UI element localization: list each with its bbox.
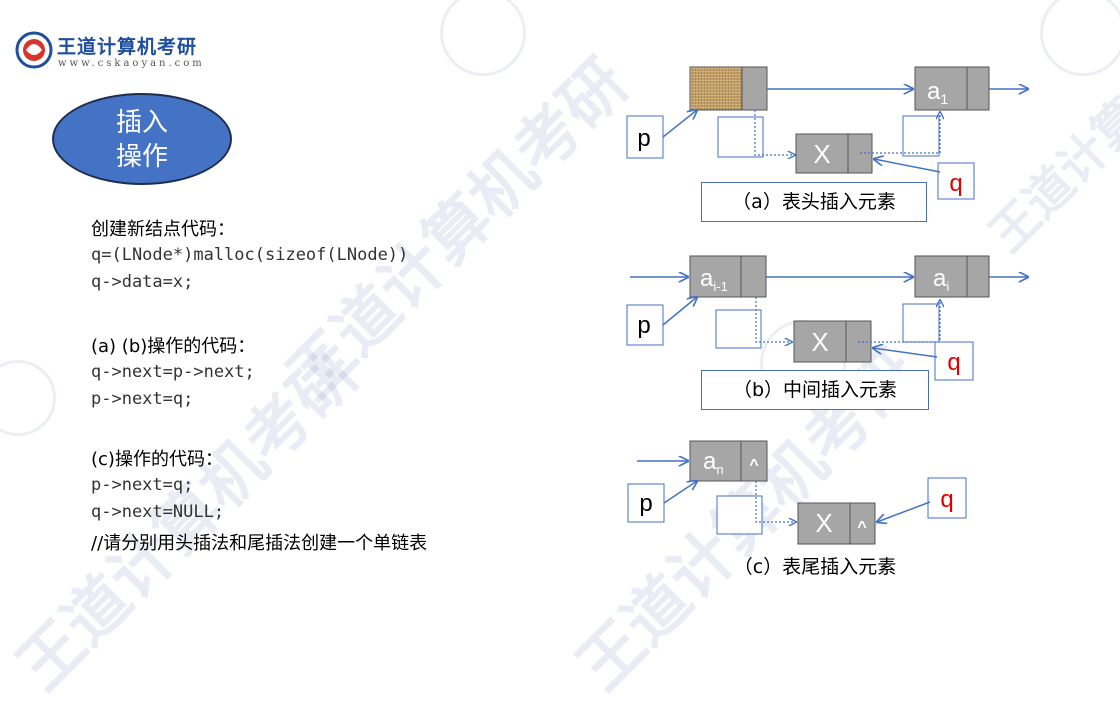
x-to-a1-dotted-arrow [860, 112, 940, 154]
diagram-b [626, 255, 1028, 381]
p-label: p [639, 490, 652, 517]
diagram-c [627, 440, 967, 545]
node-ai-label: ai [933, 265, 949, 294]
node-a1-data [914, 66, 968, 111]
logo-emblem-icon [15, 31, 53, 69]
logo-url: www.cskaoyan.com [58, 58, 205, 69]
q-label-box [934, 341, 974, 381]
node-an-subscript: n [716, 462, 723, 477]
q-pointer-arrow [877, 501, 931, 522]
title-bubble: 插入 操作 [52, 93, 232, 185]
logo [14, 30, 54, 74]
node-x-data [793, 320, 847, 363]
dotted-helper-box [715, 309, 762, 349]
dotted-helper-box [902, 115, 940, 157]
code-line: q->next=NULL; [91, 502, 225, 522]
title-line-1: 插入 [115, 108, 168, 138]
linked-list-diagrams: p a1 X q p ai-1 ai X q p an ^ X ^ q [626, 66, 1120, 545]
node-an-data [689, 440, 742, 482]
caption-c: （c）表尾插入元素 [733, 556, 897, 578]
node-x-label: X [815, 508, 832, 538]
node-ai-1-label: ai-1 [700, 265, 728, 294]
ab-heading: (a) (b)操作的代码： [91, 336, 256, 357]
code-line: q->next=p->next; [91, 362, 255, 382]
dotted-helper-box [902, 303, 940, 343]
node-x-next [849, 502, 876, 545]
title-line-2: 操作 [115, 142, 168, 172]
code-line: q->data=x; [91, 272, 194, 292]
null-marker: ^ [749, 457, 758, 474]
node-an-base: a [703, 448, 717, 475]
node-ai-1-base: a [700, 265, 714, 292]
q-label: q [940, 486, 953, 513]
an-to-x-dotted-arrow [755, 481, 796, 522]
node-a1-label: a1 [927, 78, 948, 107]
p-pointer-arrow [663, 481, 697, 504]
node-a1-base: a [927, 78, 941, 105]
node-ai-subscript: i [946, 279, 949, 294]
code-line: p->next=q; [91, 475, 194, 495]
p-label: p [637, 125, 650, 152]
watermark-seal [440, 0, 526, 76]
caption-b: （b）中间插入元素 [701, 370, 929, 410]
node-ai-base: a [933, 265, 947, 292]
caption-a: （a）表头插入元素 [701, 182, 927, 222]
diagram-a [626, 66, 1028, 200]
node-ai-1-data [689, 255, 742, 298]
p-pointer-arrow [662, 297, 697, 326]
p-to-x-dotted-arrow [755, 297, 792, 342]
q-label: q [947, 349, 960, 376]
code-line: q=(LNode*)malloc(sizeof(LNode)) [91, 245, 409, 265]
code-comment: //请分别用头插法和尾插法创建一个单链表 [91, 533, 428, 554]
node-a1-subscript: 1 [940, 91, 948, 107]
null-marker: ^ [857, 519, 866, 536]
node-a1-next [966, 66, 990, 111]
head-node-data [689, 66, 743, 111]
node-ai-1-subscript: i-1 [713, 279, 727, 294]
p-pointer-arrow [662, 110, 697, 138]
watermark-seal [0, 360, 56, 436]
watermark-seal [1040, 0, 1120, 76]
q-label-box [927, 477, 967, 519]
dotted-helper-box [716, 495, 763, 535]
node-x-label: X [813, 139, 830, 169]
c-heading: (c)操作的代码： [91, 449, 223, 470]
head-node-next [741, 66, 768, 111]
create-heading: 创建新结点代码： [91, 219, 235, 240]
node-x-label: X [811, 327, 828, 357]
q-pointer-arrow [873, 348, 938, 358]
q-label: q [949, 170, 962, 197]
node-ai-next [966, 255, 990, 298]
node-x-data [797, 502, 851, 545]
p-label-box [627, 483, 665, 523]
node-an-next [740, 440, 768, 482]
node-ai-1-next [740, 255, 767, 298]
code-line: p->next=q; [91, 389, 194, 409]
p-label-box [626, 304, 664, 346]
logo-name: 王道计算机考研 [57, 36, 198, 58]
node-ai-data [914, 255, 968, 298]
p-to-x-dotted-arrow [754, 110, 795, 155]
dotted-helper-box [717, 116, 764, 158]
p-label: p [637, 312, 650, 339]
node-an-label: an [703, 448, 724, 477]
q-label-box [937, 162, 975, 200]
q-pointer-arrow [874, 159, 941, 173]
